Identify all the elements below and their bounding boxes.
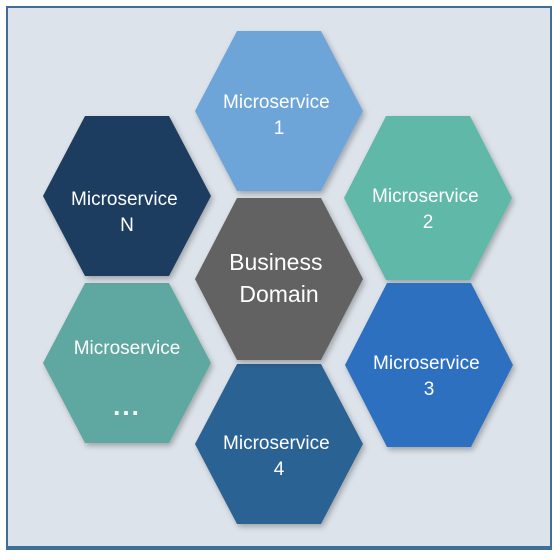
hexagon-microservice-n: Microservice N bbox=[43, 116, 211, 276]
hexagon-microservice-1-label: Microservice 1 bbox=[223, 92, 335, 139]
hexagon-microservice-1: Microservice 1 bbox=[195, 31, 363, 191]
hexagon-business-domain-shape bbox=[195, 198, 363, 360]
hexagon-microservice-3-label: Microservice 3 bbox=[373, 353, 485, 400]
hexagon-microservice-3-shape bbox=[345, 283, 513, 447]
hexagon-business-domain: Business Domain bbox=[195, 198, 363, 360]
hexagon-microservice-4-line2: 4 bbox=[274, 459, 285, 480]
business-domain-line2: Domain bbox=[239, 281, 318, 307]
hexagon-microservice-2: Microservice 2 bbox=[344, 116, 512, 280]
hexagon-microservice-3-line1: Microservice bbox=[373, 353, 480, 374]
hexagon-microservice-2-line2: 2 bbox=[423, 212, 434, 233]
hexagon-microservice-ellipsis: Microservice ... bbox=[43, 283, 211, 443]
diagram-frame: Microservice 1 Microservice 2 Microservi… bbox=[6, 6, 552, 550]
hexagon-microservice-2-shape bbox=[344, 116, 512, 280]
hexagon-microservice-1-line1: Microservice bbox=[223, 92, 330, 113]
hexagon-microservice-4-shape bbox=[195, 364, 363, 524]
hexagon-microservice-4: Microservice 4 bbox=[195, 364, 363, 524]
hexagon-microservice-1-line2: 1 bbox=[274, 118, 285, 139]
hexagon-microservice-n-label: Microservice N bbox=[71, 189, 183, 236]
hexagon-microservice-n-line1: Microservice bbox=[71, 189, 178, 210]
hexagon-diagram: Microservice 1 Microservice 2 Microservi… bbox=[43, 31, 513, 524]
hexagon-microservice-n-line2: N bbox=[120, 215, 134, 236]
hexagon-microservice-ellipsis-line1: Microservice bbox=[74, 338, 181, 359]
hexagon-microservice-4-label: Microservice 4 bbox=[223, 433, 335, 480]
hexagon-microservice-4-line1: Microservice bbox=[223, 433, 330, 454]
hexagon-microservice-3: Microservice 3 bbox=[345, 283, 513, 447]
hexagon-microservice-1-shape bbox=[195, 31, 363, 191]
business-domain-line1: Business bbox=[229, 249, 322, 275]
hexagon-microservice-2-line1: Microservice bbox=[372, 186, 479, 207]
hexagon-business-domain-label: Business Domain bbox=[229, 249, 329, 307]
hexagon-microservice-n-shape bbox=[43, 116, 211, 276]
hexagon-microservice-ellipsis-shape bbox=[43, 283, 211, 443]
hexagon-microservice-2-label: Microservice 2 bbox=[372, 186, 484, 233]
hexagon-microservice-3-line2: 3 bbox=[424, 379, 435, 400]
hexagon-microservice-ellipsis-line2: ... bbox=[113, 391, 141, 421]
